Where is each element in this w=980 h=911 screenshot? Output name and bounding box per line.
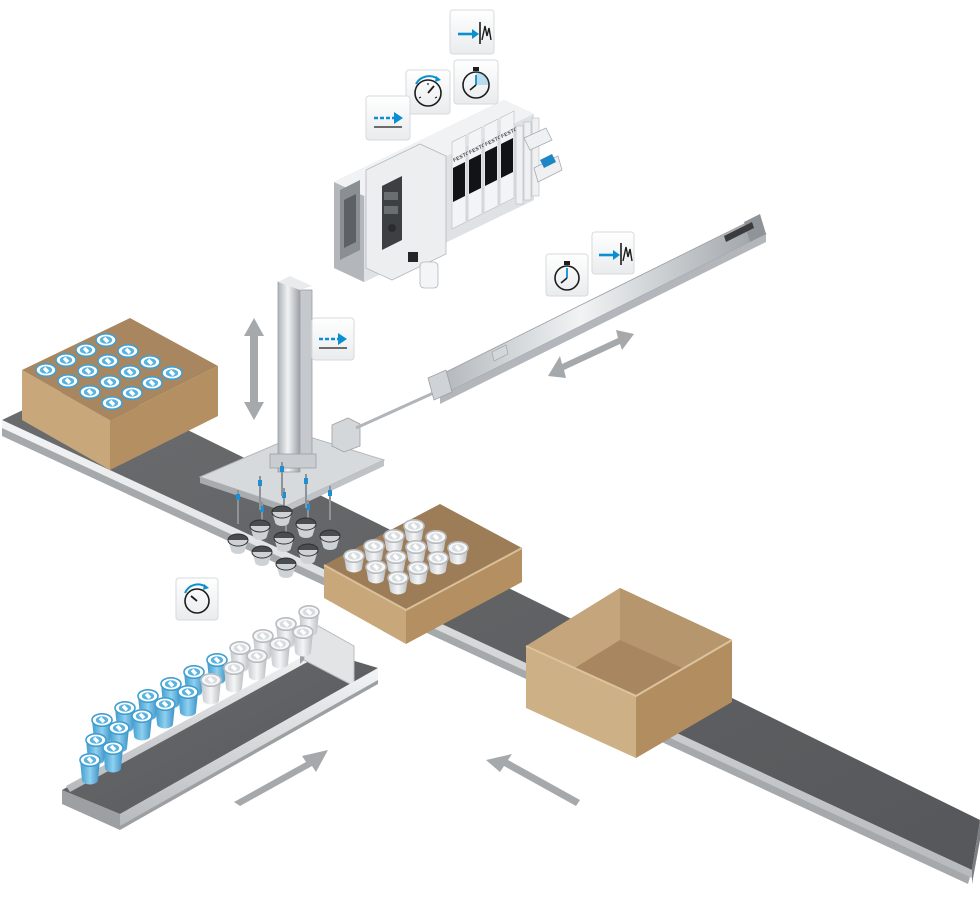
rod-clevis-bracket: [331, 417, 361, 453]
filling-box-front-left: [324, 565, 406, 644]
main-conveyor-rail: [2, 420, 972, 878]
direction-arrows: [234, 318, 634, 806]
exhaust-port: [419, 261, 439, 289]
stroke-end-icon: [449, 9, 495, 55]
feed-conveyor-rail: [66, 648, 322, 792]
flow-speed-icon: [365, 95, 411, 141]
supply-fitting: [523, 127, 553, 151]
empty-box-front-right: [636, 640, 732, 758]
piston-rod: [355, 388, 441, 430]
io-module: [515, 125, 524, 205]
pressure-gauge-icon: [405, 69, 451, 115]
feed-cup-rows: [79, 604, 320, 785]
cylinder-stopwatch-icon: [545, 253, 589, 297]
box1-cup-grid: [35, 332, 183, 410]
box2-cup-grid: [343, 518, 469, 595]
stopwatch-icon: [453, 59, 499, 105]
feed-direction-arrow: [234, 750, 328, 806]
empty-box-front-left: [526, 646, 636, 758]
empty-box: [525, 588, 733, 758]
vertical-axis-profile: [277, 281, 301, 473]
main-conveyor-end-cap: [972, 820, 980, 884]
main-conveyor-belt: [2, 380, 980, 870]
io-module: [531, 117, 540, 197]
full-cup-box: [22, 318, 218, 470]
gantry-handling-system: [198, 214, 767, 578]
vacuum-gauge-icon: [175, 577, 219, 621]
main-conveyor-direction-arrow: [486, 754, 580, 806]
feed-conveyor-side: [62, 668, 378, 830]
vacuum-gripper-array: [227, 462, 341, 578]
gantry-flow-speed-icon: [311, 317, 355, 361]
filling-box: [323, 504, 523, 644]
io-module: [523, 121, 532, 201]
feed-conveyor-belt: [62, 650, 378, 814]
horizontal-motion-arrow: [548, 330, 634, 378]
cylinder-stroke-end-icon: [591, 231, 635, 275]
horizontal-linear-cylinder: [427, 214, 767, 404]
controller-module: [365, 143, 447, 281]
feed-conveyor: [62, 604, 378, 830]
filling-box-front-right: [406, 548, 522, 644]
vertical-motion-arrow: [244, 318, 264, 420]
